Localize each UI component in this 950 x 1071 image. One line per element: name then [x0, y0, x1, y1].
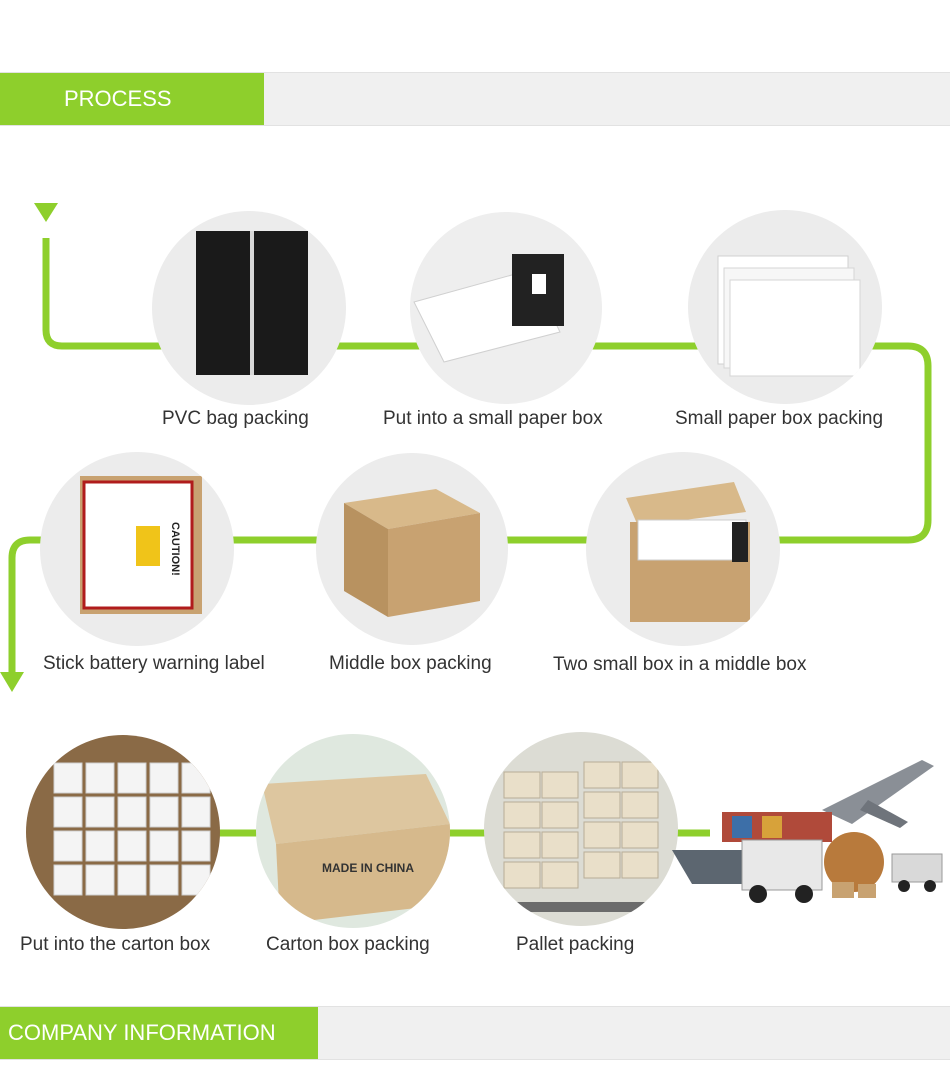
step-label-small-paper-box: Put into a small paper box	[383, 408, 603, 429]
truck-icon	[741, 839, 823, 891]
step-photo-middle-box	[316, 453, 508, 645]
flow-start-arrow	[34, 203, 58, 222]
step-photo-small-paper-box	[410, 212, 602, 404]
process-title: PROCESS	[0, 73, 264, 125]
step-photo-two-small-box	[586, 452, 780, 646]
carton-print-text: MADE IN CHINA	[322, 861, 414, 875]
process-banner: PROCESS	[0, 72, 950, 126]
step-photo-carton-box	[26, 735, 220, 929]
van-icon	[891, 853, 943, 883]
step-label-pallet: Pallet packing	[516, 934, 635, 955]
step-label-small-box-packing: Small paper box packing	[675, 408, 884, 429]
step-photo-small-box-packing	[688, 210, 882, 404]
flow-line	[8, 238, 932, 675]
step-label-middle-box: Middle box packing	[329, 653, 492, 674]
globe-icon	[824, 832, 884, 892]
step-label-two-small-box: Two small box in a middle box	[553, 654, 807, 675]
step-photo-pvc-bag	[152, 211, 346, 405]
company-info-title: COMPANY INFORMATION	[0, 1007, 318, 1059]
step-photo-carton-packing: MADE IN CHINA	[256, 734, 450, 928]
step-label-pvc-bag: PVC bag packing	[162, 408, 309, 429]
company-info-banner: COMPANY INFORMATION	[0, 1006, 950, 1060]
shipping-transport-image	[672, 750, 948, 910]
warning-caution-text: CAUTION!	[169, 522, 181, 576]
step-label-warning-label: Stick battery warning label	[43, 653, 265, 674]
step-label-carton-packing: Carton box packing	[266, 934, 430, 955]
step-label-carton-box: Put into the carton box	[20, 934, 211, 955]
step-photo-pallet	[484, 732, 678, 926]
airplane-icon	[822, 760, 934, 824]
step-photo-warning-label: CAUTION!	[40, 452, 234, 646]
flow-down-arrow	[0, 672, 24, 692]
